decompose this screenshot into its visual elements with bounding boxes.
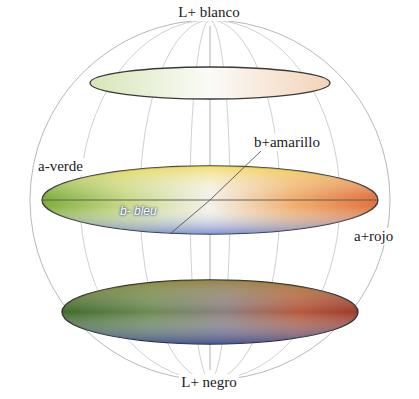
axis-label: L+ blanco: [176, 4, 241, 21]
axis-label: b+amarillo: [252, 134, 322, 151]
axis-label: L+ negro: [179, 374, 239, 391]
axis-label: a+rojo: [352, 228, 395, 245]
axis-label: b- bleu: [120, 205, 157, 218]
axis-label: a-verde: [36, 158, 85, 175]
